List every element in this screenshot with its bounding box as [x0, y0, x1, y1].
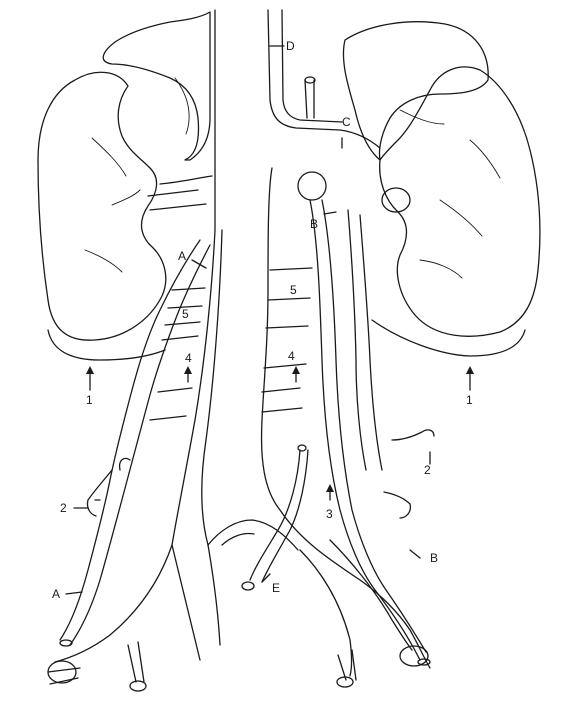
label-right-c: C [342, 115, 351, 129]
label-right-e: E [272, 581, 280, 595]
label-right-4: 4 [288, 349, 295, 363]
label-right-2: 2 [424, 463, 431, 477]
label-left-1: 1 [86, 393, 93, 407]
right-kidney [380, 67, 540, 336]
left-aorta [172, 10, 222, 660]
left-panel [38, 10, 298, 691]
label-left-a-bottom: A [52, 587, 60, 601]
label-left-a-top: A [178, 249, 186, 263]
right-upper-organ [343, 22, 488, 160]
label-left-4: 4 [185, 351, 192, 365]
left-kidney [38, 72, 166, 340]
arrows [66, 46, 474, 594]
label-right-b-top: B [310, 217, 318, 231]
label-right-b-bottom: B [430, 551, 438, 565]
right-panel [242, 10, 540, 687]
label-right-5: 5 [290, 283, 297, 297]
labels: 1 2 A A 4 5 D C B B 5 4 1 2 3 E [52, 39, 473, 601]
label-left-5: 5 [182, 307, 189, 321]
label-right-1: 1 [466, 393, 473, 407]
label-right-d: D [286, 39, 295, 53]
label-left-2: 2 [60, 501, 67, 515]
left-upper-organ [103, 12, 210, 160]
label-right-3: 3 [326, 507, 333, 521]
